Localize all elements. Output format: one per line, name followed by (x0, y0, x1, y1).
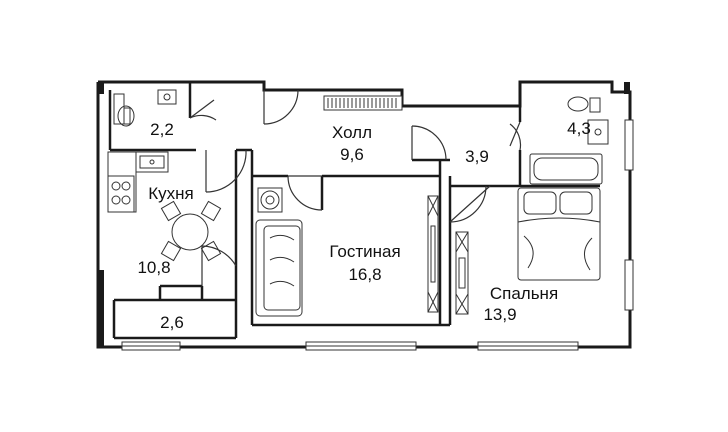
room-labels: 2,2 Холл 9,6 3,9 4,3 Кухня 10,8 Гостиная… (137, 119, 590, 332)
wall-columns (98, 82, 630, 348)
kitchen-area: 10,8 (137, 258, 170, 277)
small-bathroom-fixtures (113, 89, 177, 127)
sofa (255, 187, 303, 317)
living-room-area: 16,8 (348, 265, 381, 284)
bathroom-small-area: 2,2 (150, 120, 174, 139)
kitchen-name: Кухня (148, 184, 194, 203)
living-room-name: Гостиная (329, 242, 400, 261)
dining-table (160, 200, 222, 262)
windows (121, 119, 634, 351)
bathroom-large-area: 4,3 (567, 119, 591, 138)
radiator (323, 95, 403, 111)
bed (517, 187, 601, 281)
bedroom-area: 13,9 (483, 305, 516, 324)
kitchen-fixtures (107, 151, 169, 213)
hall-area: 9,6 (340, 145, 364, 164)
large-bathroom-fixtures (529, 96, 609, 185)
bedroom-name: Спальня (490, 284, 558, 303)
interior-walls (108, 82, 600, 340)
tv-cabinet (427, 195, 469, 315)
doors (189, 89, 522, 286)
corridor-area: 3,9 (465, 147, 489, 166)
hall-name: Холл (332, 123, 372, 142)
balcony-area: 2,6 (160, 313, 184, 332)
